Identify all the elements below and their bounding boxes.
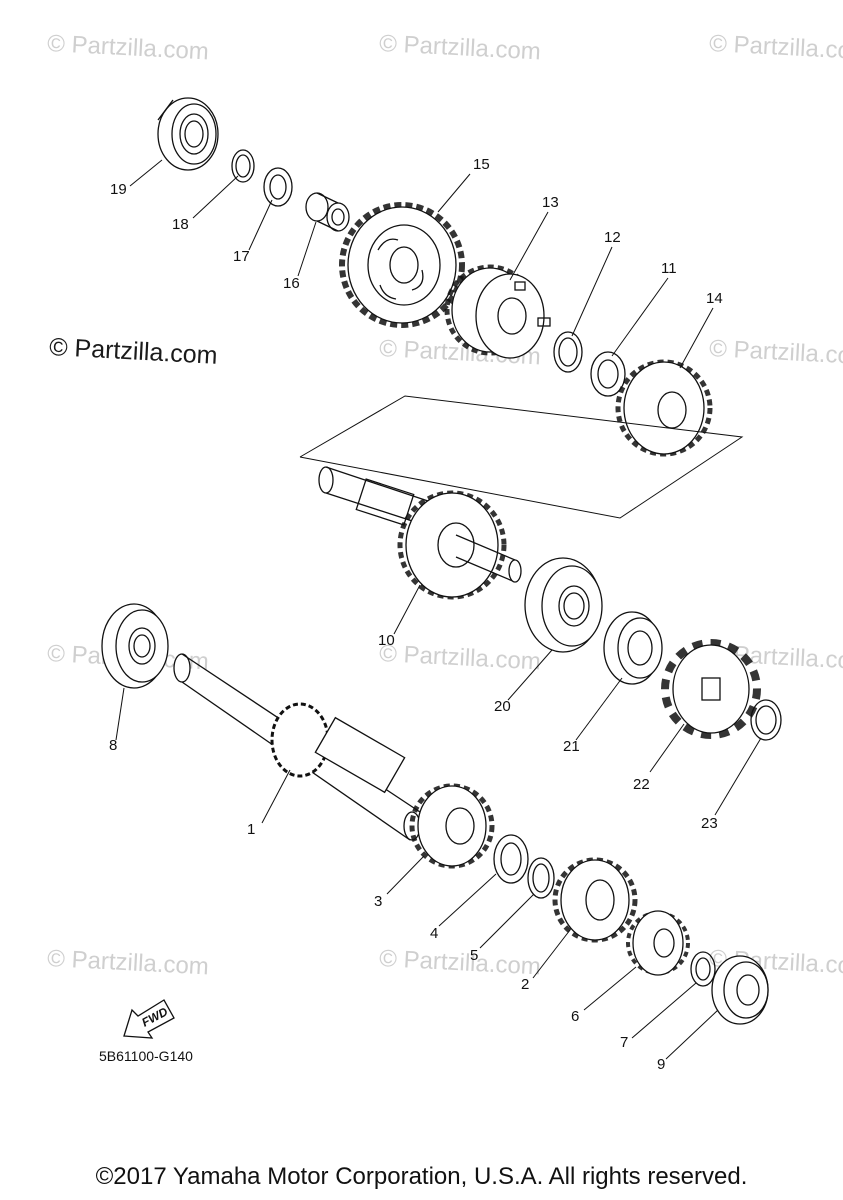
gear-2: [552, 857, 638, 943]
leader-lines: [115, 159, 762, 1060]
bearing-19: [157, 97, 219, 171]
drawing-code: 5B61100-G140: [99, 1048, 193, 1064]
bearing-8: [101, 603, 169, 689]
sprocket-22: [661, 639, 761, 739]
callout-8: 8: [109, 737, 118, 754]
callout-20: 20: [494, 698, 511, 715]
gear-3: [409, 783, 495, 869]
oil-seal-21: [603, 611, 663, 685]
gear-6: [626, 910, 690, 976]
callout-14: 14: [706, 290, 723, 307]
callout-15: 15: [473, 156, 490, 173]
callout-6: 6: [571, 1008, 580, 1025]
bearing-9: [711, 955, 769, 1025]
callout-12: 12: [604, 229, 621, 246]
callout-9: 9: [657, 1056, 666, 1073]
callout-7: 7: [620, 1034, 629, 1051]
callout-3: 3: [374, 893, 383, 910]
callout-19: 19: [110, 181, 127, 198]
washer-11: [590, 351, 626, 397]
gear-15: [339, 202, 465, 328]
callout-5: 5: [470, 947, 479, 964]
fwd-arrow: [123, 999, 175, 1039]
callout-1: 1: [247, 821, 256, 838]
gear-14: [615, 359, 713, 457]
callout-18: 18: [172, 216, 189, 233]
callout-11: 11: [661, 260, 677, 277]
callout-10: 10: [378, 632, 395, 649]
washer-7: [690, 951, 716, 987]
callout-23: 23: [701, 815, 718, 832]
washer-17: [263, 167, 293, 207]
collar-16: [305, 192, 350, 232]
circlip-12: [553, 331, 583, 373]
callout-13: 13: [542, 194, 559, 211]
callout-16: 16: [283, 275, 300, 292]
callout-22: 22: [633, 776, 650, 793]
washer-4: [493, 834, 529, 884]
callout-4: 4: [430, 925, 439, 942]
bearing-20: [524, 557, 603, 653]
callout-17: 17: [233, 248, 250, 265]
copyright-notice: ©2017 Yamaha Motor Corporation, U.S.A. A…: [95, 1163, 748, 1190]
circlip-23: [750, 699, 782, 741]
axle-10: [318, 466, 522, 600]
main-axle-1: [173, 653, 421, 841]
callout-21: 21: [563, 738, 580, 755]
circlip-5: [527, 857, 555, 899]
callout-2: 2: [521, 976, 530, 993]
assembly-frame: [299, 395, 744, 519]
gear-13: [444, 264, 551, 359]
circlip-18: [231, 149, 255, 183]
